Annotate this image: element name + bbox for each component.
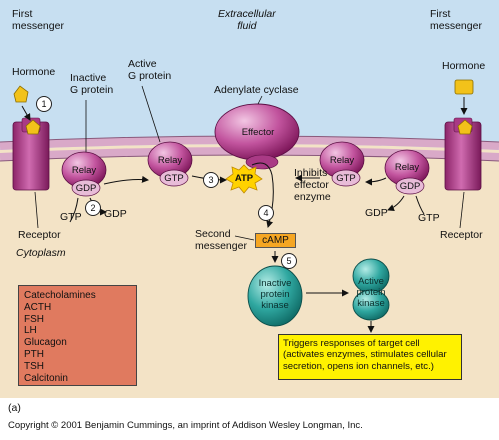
step-marker-5: 5: [281, 253, 297, 269]
cytoplasm-label: Cytoplasm: [16, 247, 66, 259]
exchange-curve-right-out: [387, 195, 405, 212]
leader-adenylate: [257, 95, 263, 105]
active-protein-kinase: [352, 258, 390, 321]
gdp-label-right: GDP: [399, 181, 421, 192]
hormone-list-item: TSH: [24, 360, 44, 372]
hormone-list-item: Catecholamines: [24, 290, 96, 301]
hormone-list-box: Catecholamines ACTH FSH LH Glucagon PTH …: [18, 285, 137, 386]
atp-label: ATP: [234, 173, 254, 184]
hormone-right-free: [454, 79, 474, 95]
hormone-left-bound: [25, 119, 41, 135]
adenylate-cyclase-label: Adenylate cyclase: [214, 84, 299, 96]
step-marker-4: 4: [258, 205, 274, 221]
hormone-left-label: Hormone: [12, 66, 56, 78]
step-marker-3: 3: [203, 172, 219, 188]
relay-label-left: Relay: [71, 165, 97, 176]
hormone-list-item: FSH: [24, 313, 44, 325]
extracellular-label: Extracellular fluid: [218, 8, 276, 32]
copyright-notice: Copyright © 2001 Benjamin Cummings, an i…: [8, 420, 363, 431]
active-kinase-label: Active protein kinase: [356, 276, 386, 309]
gdp-out-left-label: GDP: [104, 208, 127, 220]
inactive-protein-kinase: [247, 265, 303, 327]
panel-label: (a): [8, 402, 21, 414]
hormone-right-label: Hormone: [442, 60, 486, 72]
step-marker-1: 1: [36, 96, 52, 112]
hormone-list-item: ACTH: [24, 301, 52, 313]
inhibits-label: Inhibits effector enzyme: [294, 167, 331, 203]
atp-star: [225, 164, 263, 194]
gtp-label-center: GTP: [164, 173, 184, 184]
exchange-curve-right-in: [415, 195, 425, 215]
effector-enzyme: [214, 103, 300, 170]
inactive-kinase-label: Inactive protein kinase: [258, 278, 292, 311]
hormone-list-item: LH: [24, 325, 37, 337]
hormone-list-item: Calcitonin: [24, 372, 68, 384]
relay-label-center: Relay: [157, 155, 183, 166]
arrow-relay-activation: [103, 175, 149, 185]
triggers-response-box: Triggers responses of target cell (activ…: [278, 334, 462, 380]
leader-receptor-right: [459, 191, 465, 229]
inactive-g-protein-label: Inactive G protein: [70, 72, 114, 96]
relay-label-right-a: Relay: [329, 155, 355, 166]
hormone-list-item: Glucagon: [24, 337, 67, 349]
hormone-right-bound: [457, 119, 473, 135]
first-messenger-left-label: First messenger: [12, 8, 64, 32]
leader-receptor-left: [34, 191, 39, 229]
leader-second-messenger: [234, 235, 255, 241]
relay-active-center: [147, 141, 193, 187]
second-messenger-label: Second messenger: [195, 228, 247, 252]
relay-right-gtp: [319, 141, 365, 187]
hormone-list-item: PTH: [24, 348, 44, 360]
relay-label-right-b: Relay: [394, 162, 420, 173]
effector-label: Effector: [241, 127, 275, 138]
hormone-left-free: [13, 85, 29, 103]
leader-active-g: [141, 85, 161, 143]
gdp-label-left: GDP: [75, 183, 97, 194]
arrow-hormone-binding-left: [21, 105, 31, 121]
gtp-in-left-label: GTP: [60, 211, 82, 223]
relay-right-gdp: [384, 149, 430, 195]
receptor-left-label: Receptor: [18, 229, 61, 241]
relay-inactive-left: [61, 151, 107, 197]
active-g-protein-label: Active G protein: [128, 58, 172, 82]
gtp-label-right: GTP: [336, 173, 356, 184]
first-messenger-right-label: First messenger: [430, 8, 482, 32]
arrow-relay-right: [365, 177, 387, 186]
gtp-in-right-label: GTP: [418, 212, 440, 224]
step-marker-2: 2: [85, 200, 101, 216]
gdp-out-right-label: GDP: [365, 207, 388, 219]
camp-box: cAMP: [255, 233, 296, 248]
exchange-curve-left-in: [69, 197, 79, 223]
receptor-right-label: Receptor: [440, 229, 483, 241]
